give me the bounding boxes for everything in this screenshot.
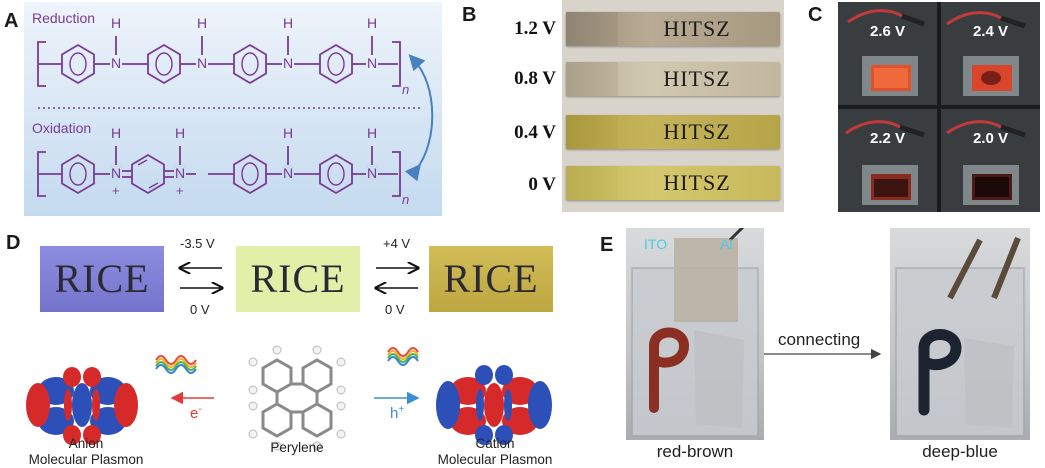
voltage-label: 0 V bbox=[528, 174, 556, 195]
cation-plasmon-molecule bbox=[436, 365, 552, 445]
voltage-label: 1.2 V bbox=[514, 18, 556, 39]
device-photo-before: ITO Al bbox=[626, 228, 764, 440]
perylene-hydrogens bbox=[248, 345, 346, 451]
n-atom: N bbox=[110, 165, 123, 181]
strip-0-8v: HITSZ bbox=[566, 62, 780, 96]
reduced-polymer-chain bbox=[37, 36, 401, 87]
device-tile-2-4v: 2.4 V bbox=[941, 2, 1040, 105]
reduction-voltage-label: -3.5 V bbox=[180, 236, 215, 251]
return-voltage-label: 0 V bbox=[385, 302, 405, 317]
n-atom: N bbox=[196, 55, 209, 71]
n-atom: N bbox=[366, 165, 379, 181]
p-glyph-deep-blue bbox=[918, 329, 962, 416]
repeat-subscript-n: n bbox=[402, 192, 410, 207]
repeat-subscript-n: n bbox=[402, 82, 410, 97]
hole-charge: + bbox=[398, 404, 405, 415]
cation-caption-line2: Molecular Plasmon bbox=[437, 452, 553, 467]
perylene-caption: Perylene bbox=[270, 440, 324, 455]
n-atom: N bbox=[110, 55, 123, 71]
redox-cycle-arrow bbox=[404, 54, 434, 182]
device-voltage: 2.6 V bbox=[869, 23, 906, 40]
electron-charge: - bbox=[198, 404, 202, 415]
strip-text: HITSZ bbox=[663, 119, 731, 144]
cation-caption-line1: Cation bbox=[475, 436, 515, 451]
h-atom: H bbox=[367, 125, 378, 141]
red-brown-caption: red-brown bbox=[656, 442, 734, 461]
deep-blue-caption: deep-blue bbox=[922, 442, 998, 461]
strip-0-4v: HITSZ bbox=[566, 115, 780, 149]
light-wave-icon bbox=[155, 355, 197, 374]
device-voltage: 2.4 V bbox=[972, 23, 1009, 40]
voltage-label: 0.8 V bbox=[514, 68, 556, 89]
n-atom: N bbox=[174, 165, 187, 181]
cation-caption: Cation Molecular Plasmon bbox=[420, 436, 570, 468]
strip-text: HITSZ bbox=[663, 16, 731, 41]
anion-plasmon-molecule bbox=[26, 367, 138, 445]
oxidized-polymer-chain bbox=[37, 146, 401, 197]
h-atom: H bbox=[283, 15, 294, 31]
n-atom: N bbox=[282, 55, 295, 71]
h-atom: H bbox=[367, 15, 378, 31]
panel-c-letter: C bbox=[808, 4, 823, 26]
p-glyph-red-brown bbox=[649, 327, 690, 413]
device-tile-2-6v: 2.6 V bbox=[838, 2, 937, 105]
device-photo-after bbox=[890, 228, 1030, 440]
al-label: Al bbox=[720, 236, 733, 252]
n-atom: N bbox=[366, 55, 379, 71]
anion-caption: Anion Molecular Plasmon bbox=[16, 436, 156, 468]
positive-charge: + bbox=[176, 183, 184, 198]
h-atom: H bbox=[111, 125, 122, 141]
device-voltage: 2.0 V bbox=[972, 130, 1009, 147]
device-tile-2-0v: 2.0 V bbox=[941, 109, 1040, 212]
panel-a-letter: A bbox=[4, 10, 19, 32]
panel-d-letter: D bbox=[6, 232, 21, 254]
perylene-molecule bbox=[261, 358, 333, 438]
positive-charge: + bbox=[112, 183, 120, 198]
polyaniline-redox-diagram: Reduction Oxidation H H H H N N N N n H … bbox=[24, 2, 442, 216]
h-atom: H bbox=[283, 125, 294, 141]
panel-b-letter: B bbox=[462, 4, 477, 26]
hole-symbol: h bbox=[390, 405, 399, 422]
reduction-label: Reduction bbox=[32, 10, 96, 26]
hole-label: h+ bbox=[390, 404, 404, 422]
ito-label: ITO bbox=[644, 236, 668, 252]
flexible-device-photo-grid: 2.6 V 2.4 V 2.2 V bbox=[838, 2, 1040, 212]
h-atom: H bbox=[197, 15, 208, 31]
device-voltage: 2.2 V bbox=[869, 130, 906, 147]
strip-1-2v: HITSZ bbox=[566, 12, 780, 46]
rice-anion-state: RICE bbox=[40, 246, 164, 312]
strip-text: HITSZ bbox=[663, 66, 731, 91]
device-tile-2-2v: 2.2 V bbox=[838, 109, 937, 212]
strip-text: HITSZ bbox=[663, 170, 731, 195]
strip-0v: HITSZ bbox=[566, 166, 780, 200]
h-atom: H bbox=[111, 15, 122, 31]
connecting-label: connecting bbox=[778, 330, 861, 349]
oxidation-voltage-label: +4 V bbox=[383, 236, 411, 251]
voltage-label: 0.4 V bbox=[514, 122, 556, 143]
panel-e-letter: E bbox=[600, 234, 614, 256]
n-atom: N bbox=[282, 165, 295, 181]
return-voltage-label: 0 V bbox=[190, 302, 210, 317]
anion-caption-line2: Molecular Plasmon bbox=[28, 452, 144, 467]
electron-label: e- bbox=[190, 404, 202, 422]
rice-cation-state: RICE bbox=[429, 246, 553, 312]
electron-symbol: e bbox=[190, 405, 199, 422]
h-atom: H bbox=[175, 125, 186, 141]
light-wave-icon bbox=[387, 347, 419, 366]
rice-neutral-state: RICE bbox=[236, 246, 360, 312]
oxidation-label: Oxidation bbox=[32, 120, 92, 136]
anion-caption-line1: Anion bbox=[68, 436, 104, 451]
